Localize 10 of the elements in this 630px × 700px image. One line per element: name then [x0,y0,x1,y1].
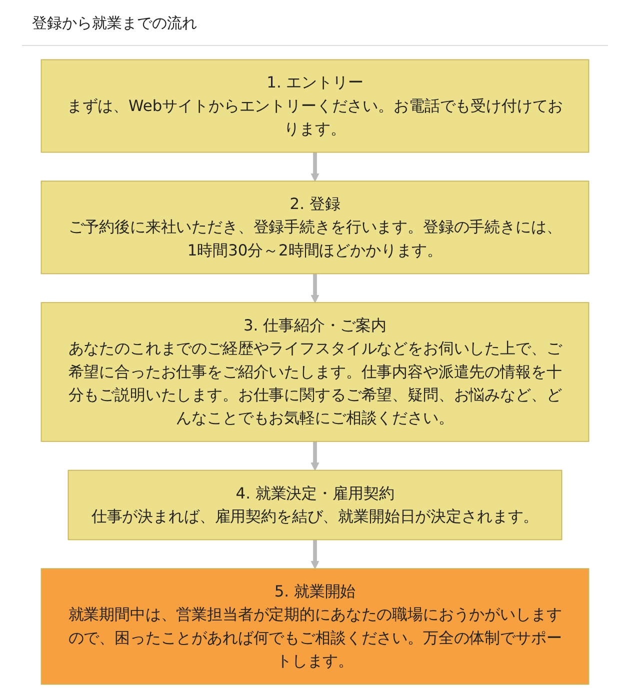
page-title: 登録から就業までの流れ [22,14,608,46]
arrow [310,274,320,303]
arrow [310,152,320,182]
node-box: 5. 就業開始 就業期間中は、営業担当者が定期的にあなたの職場におうかがいしますので、困ったことがあれば何でもご相談ください。万全の体制でサポートします。 [40,568,590,685]
node-box: 3. 仕事紹介・ご案内 あなたのこれまでのご経歴やライフスタイルなどをお伺いした上で、ご希望に合ったお仕事をご紹介いたします。仕事内容や派遣先の情報を十分もご説明いたします。お仕事に関するご希望、疑問、お悩みなど、どんなことでもお気軽にご相談ください。 [40,302,590,442]
node-box: 4. 就業決定・雇用契約 仕事が決まれば、雇用契約を結び、就業開始日が決定されます。 [68,470,562,540]
arrow [310,540,320,569]
node-box: 1. エントリー まずは、Webサイトからエントリーください。お電話でも受け付けております。 [40,59,590,153]
arrow [310,441,320,471]
node-box: 2. 登録 ご予約後に来社いただき、登録手続きを行います。登録の手続きには、1時間30分～2時間ほどかかります。 [40,180,590,274]
